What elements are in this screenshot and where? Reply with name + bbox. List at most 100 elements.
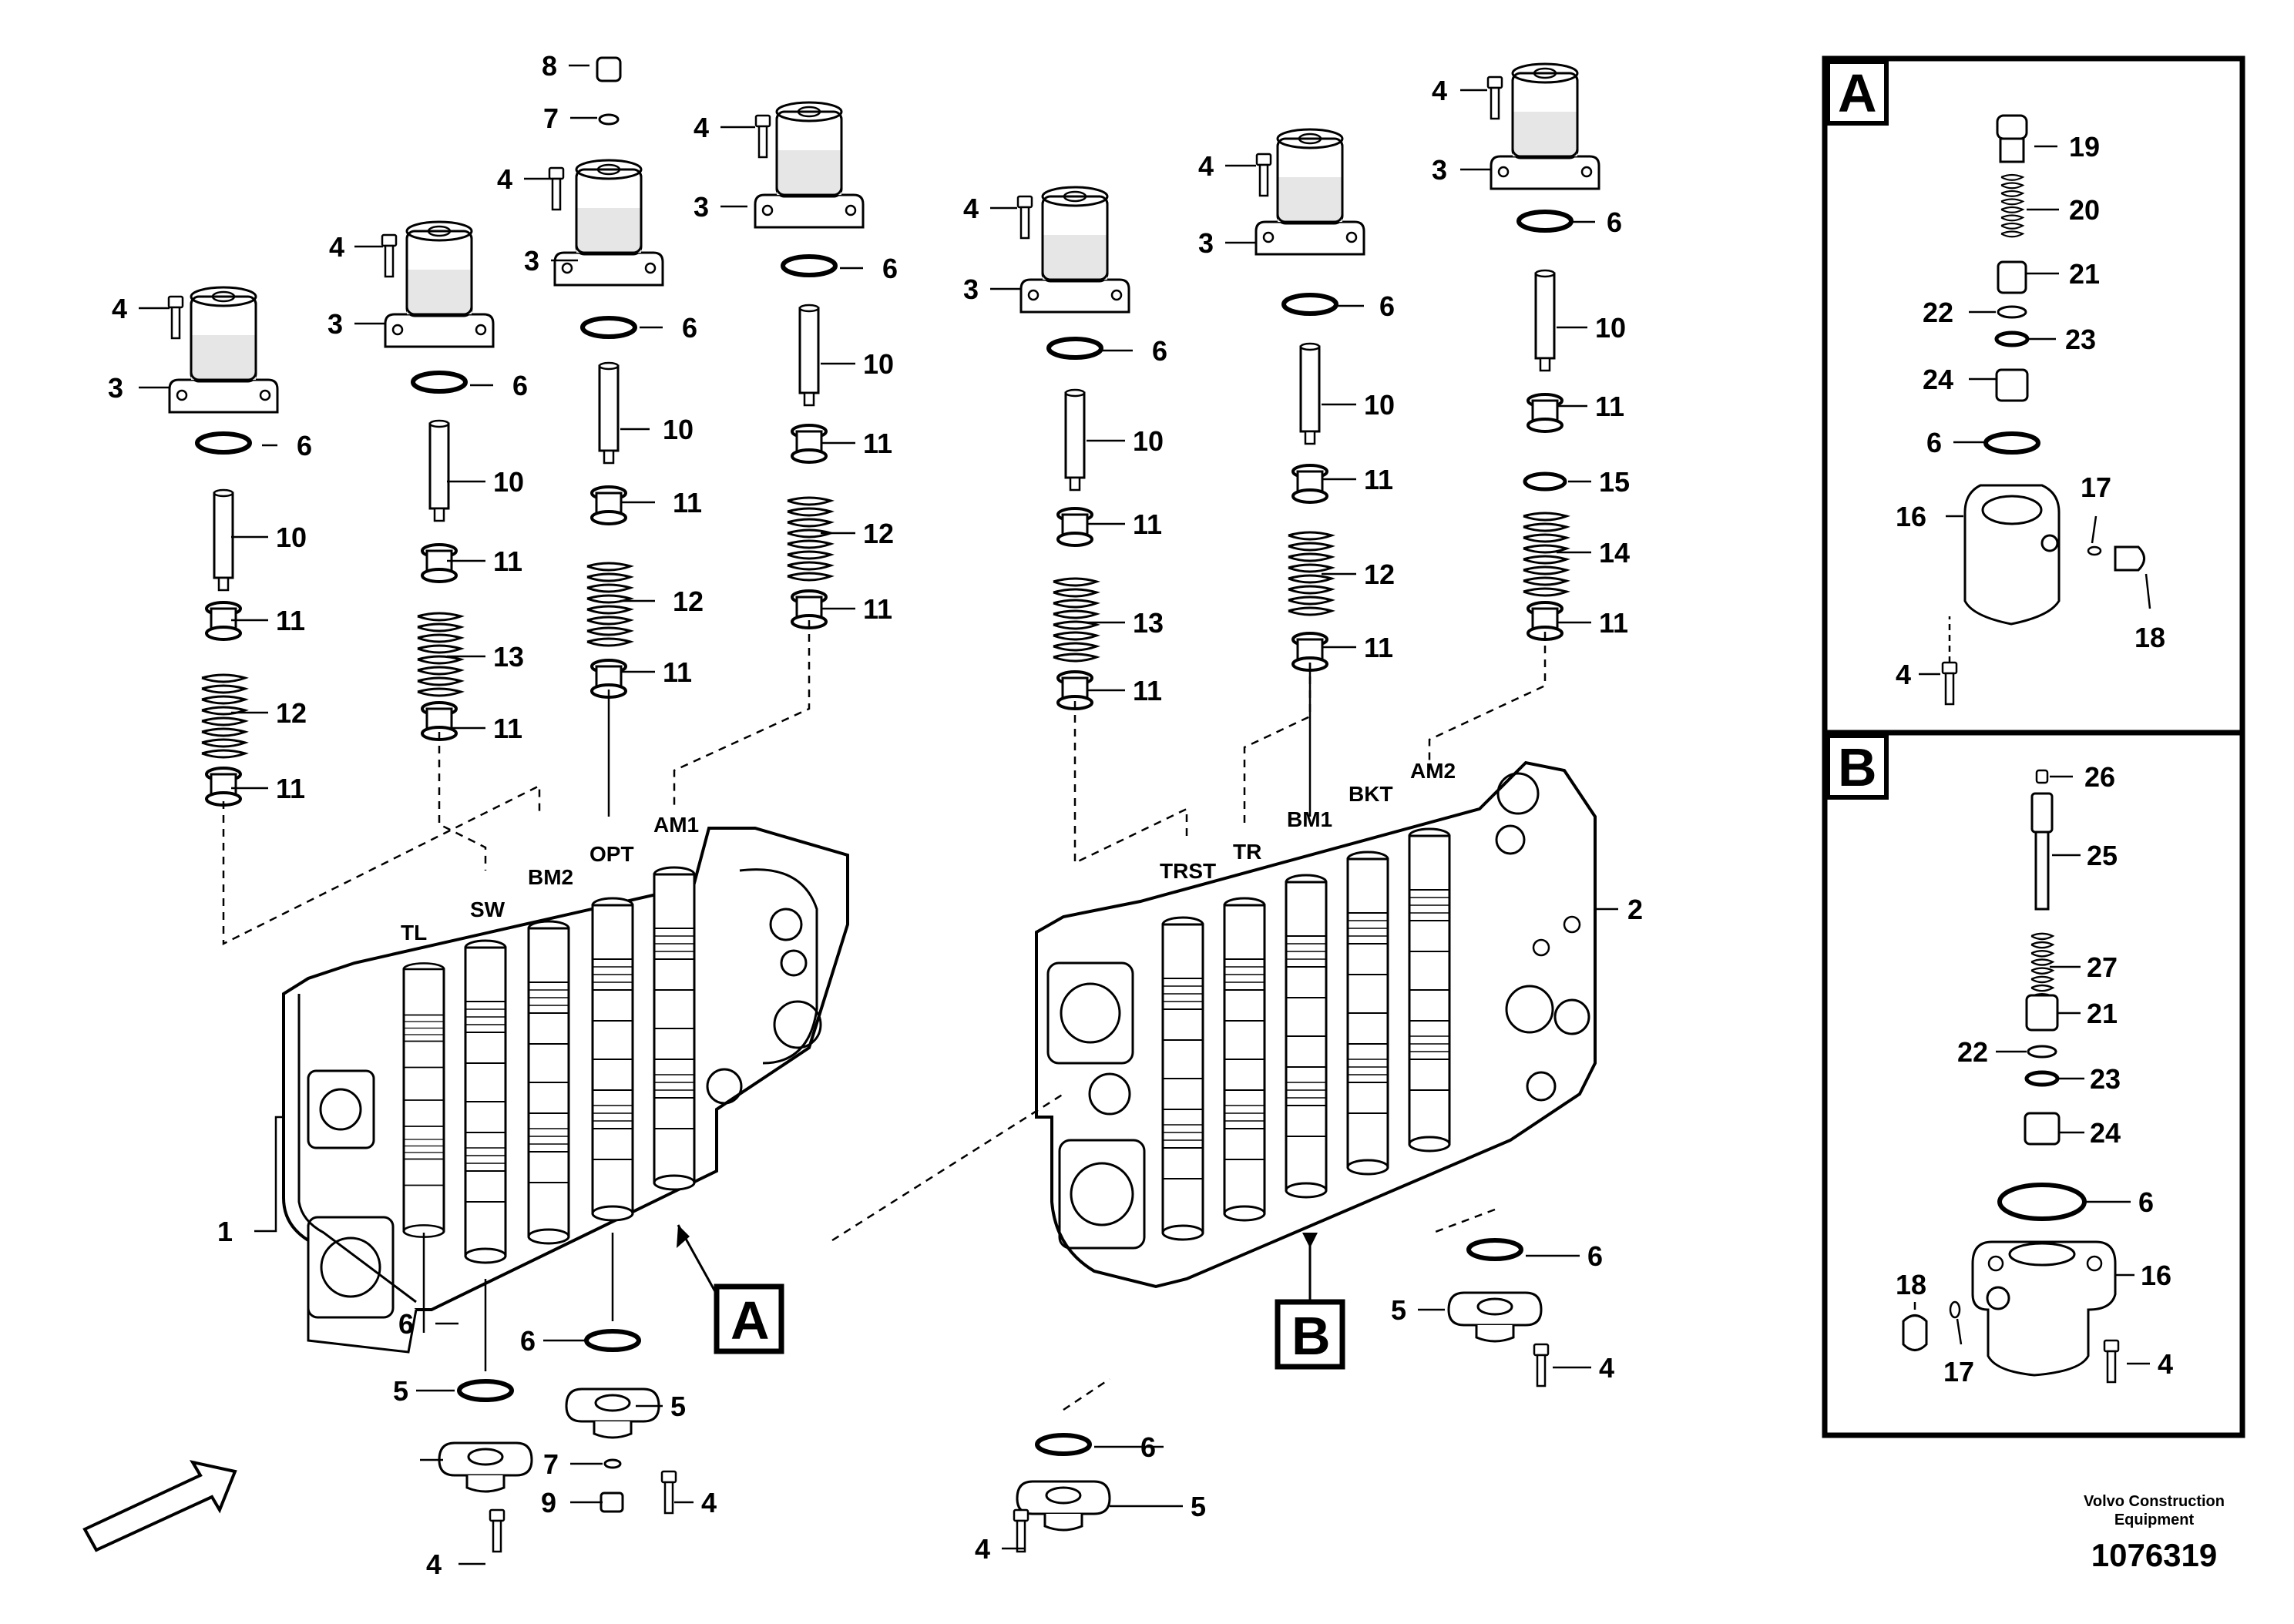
- callout-6: 6: [520, 1325, 536, 1357]
- callout-11: 11: [276, 773, 305, 804]
- callout-14: 14: [1599, 537, 1630, 569]
- spool-trst: [1161, 916, 1204, 1241]
- callout-4: 4: [701, 1487, 717, 1518]
- right-slot-labels: TRST TR BM1 BKT AM2: [1160, 759, 1456, 883]
- callout-5: 5: [670, 1391, 686, 1422]
- solenoid-stack-7: [1486, 62, 1600, 641]
- callout-22: 22: [1923, 297, 1953, 328]
- callout-6: 6: [398, 1308, 414, 1340]
- callout-18: 18: [2134, 622, 2165, 653]
- callout-2: 2: [1627, 894, 1643, 925]
- part-number: 1076319: [2091, 1537, 2218, 1573]
- callout-4: 4: [694, 112, 709, 143]
- callout-13: 13: [493, 641, 524, 673]
- callout-26: 26: [2084, 761, 2115, 793]
- solenoid-stack-1: [167, 286, 279, 807]
- callout-19: 19: [2069, 131, 2100, 163]
- callout-22: 22: [1957, 1036, 1988, 1068]
- callout-3: 3: [1198, 227, 1214, 259]
- callout-6: 6: [682, 312, 697, 344]
- callout-11: 11: [1364, 464, 1393, 495]
- callout-23: 23: [2090, 1063, 2121, 1095]
- slot-label-bm2: BM2: [528, 865, 573, 889]
- callout-6: 6: [2138, 1186, 2154, 1218]
- callout-4: 4: [1198, 150, 1214, 182]
- slot-label-opt: OPT: [589, 842, 634, 866]
- callout-17: 17: [2081, 471, 2111, 503]
- callout-15: 15: [1599, 466, 1630, 498]
- spool-bkt: [1346, 851, 1389, 1176]
- callout-3: 3: [694, 191, 709, 223]
- callout-12: 12: [673, 586, 704, 617]
- callout-5: 5: [393, 1375, 408, 1407]
- callout-17: 17: [1943, 1356, 1974, 1387]
- callout-leaders: [139, 64, 1618, 1565]
- assembly-lines: [222, 620, 1547, 1411]
- callout-10: 10: [1133, 425, 1164, 457]
- callout-11: 11: [1133, 675, 1162, 706]
- spool-opt: [591, 897, 634, 1222]
- callout-11: 11: [673, 487, 702, 518]
- callout-4: 4: [1599, 1352, 1614, 1384]
- callout-4: 4: [112, 293, 127, 324]
- callout-7: 7: [543, 102, 559, 134]
- slot-label-sw: SW: [470, 898, 505, 921]
- slot-label-trst: TRST: [1160, 859, 1216, 883]
- callout-4: 4: [2158, 1348, 2173, 1380]
- callout-13: 13: [1133, 607, 1164, 639]
- spool-bm1: [1285, 874, 1328, 1199]
- callout-1: 1: [217, 1216, 233, 1247]
- callout-21: 21: [2069, 258, 2100, 290]
- slot-label-am1: AM1: [653, 813, 699, 837]
- callout-6: 6: [1379, 290, 1395, 322]
- callout-12: 12: [863, 518, 894, 549]
- callout-11: 11: [1364, 632, 1393, 663]
- solenoid-stack-6: [1254, 128, 1365, 672]
- slot-label-bkt: BKT: [1349, 782, 1393, 806]
- brand-line-2: Equipment: [2114, 1512, 2195, 1528]
- callout-3: 3: [963, 273, 979, 305]
- spool-tr: [1223, 897, 1266, 1222]
- callout-11: 11: [863, 428, 892, 459]
- callout-numbers: 4 3 6 10 11 12 11 4 3 6 10 11 13 11 8 7 …: [108, 50, 1643, 1580]
- callout-3: 3: [1432, 154, 1447, 186]
- callout-11: 11: [276, 605, 305, 636]
- callout-18: 18: [1896, 1269, 1926, 1300]
- brand-line-1: Volvo Construction: [2084, 1493, 2225, 1510]
- callout-6: 6: [1607, 206, 1622, 238]
- callout-8: 8: [542, 50, 557, 82]
- spool-bm2: [527, 920, 570, 1245]
- solenoid-stack-4: [754, 101, 865, 629]
- spool-am2: [1408, 827, 1451, 1153]
- callout-23: 23: [2065, 324, 2096, 355]
- solenoid-stack-5: [1016, 186, 1130, 710]
- callout-4: 4: [497, 163, 512, 195]
- callout-5: 5: [1191, 1491, 1206, 1522]
- callout-10: 10: [493, 466, 524, 498]
- callout-10: 10: [1364, 389, 1395, 421]
- bottom-parts: [438, 1240, 1550, 1553]
- callout-16: 16: [2141, 1260, 2171, 1291]
- callout-7: 7: [543, 1448, 559, 1480]
- callout-11: 11: [863, 593, 892, 625]
- detail-panel-a: A 19 20 21 22 23 24 6 16 17 18: [1822, 55, 2245, 736]
- callout-6: 6: [1587, 1240, 1603, 1272]
- callout-10: 10: [1595, 312, 1626, 344]
- callout-11: 11: [493, 545, 522, 577]
- callout-16: 16: [1896, 501, 1926, 532]
- callout-12: 12: [276, 697, 307, 729]
- slot-label-am2: AM2: [1410, 759, 1456, 783]
- callout-4: 4: [426, 1549, 442, 1580]
- solenoid-stack-3: [548, 56, 664, 699]
- spool-am1: [653, 866, 696, 1191]
- callout-4: 4: [963, 193, 979, 224]
- callout-27: 27: [2087, 951, 2118, 983]
- spool-sw: [464, 939, 507, 1264]
- callout-6: 6: [297, 430, 312, 461]
- callout-11: 11: [493, 713, 522, 744]
- callout-20: 20: [2069, 194, 2100, 226]
- callout-4: 4: [975, 1533, 990, 1565]
- callout-11: 11: [663, 656, 692, 688]
- callout-4: 4: [1432, 75, 1447, 106]
